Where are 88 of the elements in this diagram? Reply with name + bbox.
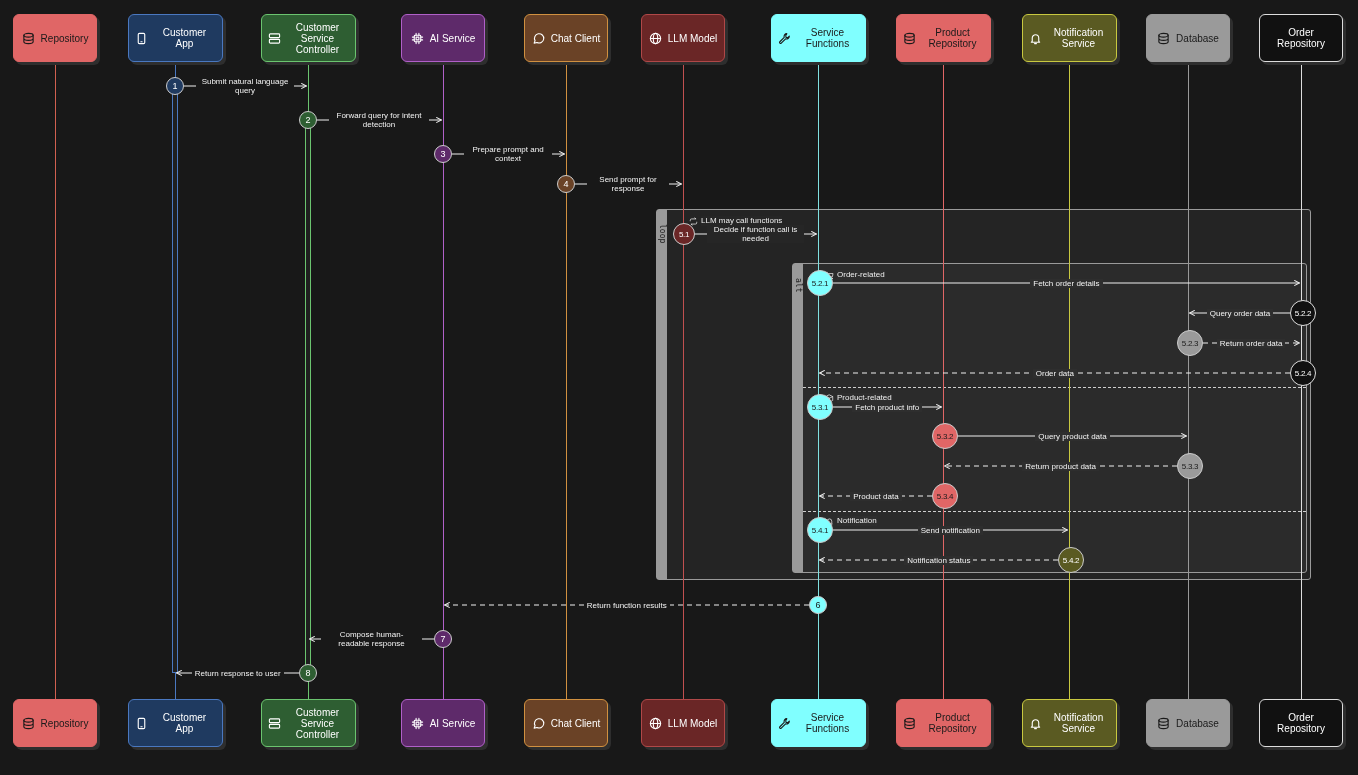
participant-name: Order Repository (1276, 27, 1326, 49)
lifeline (53, 62, 57, 699)
participant-name: Notification Service (1052, 712, 1105, 734)
frame-tag: alt (793, 264, 803, 572)
step-badge: 5.4.1 (807, 517, 833, 543)
participant-name: Customer Service Controller (294, 21, 341, 55)
step-badge: 5.2.2 (1290, 300, 1316, 326)
participant-box (1146, 699, 1230, 747)
frame-tag: loop (657, 210, 667, 579)
step-badge: 5.2.3 (1177, 330, 1203, 356)
participant-name: LLM Model (667, 717, 718, 729)
participant-name: Chat Client (550, 32, 601, 44)
step-badge: 3 (434, 145, 452, 163)
participant-box (401, 699, 485, 747)
edge-label: Query order data (1206, 308, 1274, 318)
edge-label: Submit natural language query (195, 77, 295, 95)
edge-label: Query product data (1035, 431, 1110, 441)
participant-box (401, 14, 485, 62)
step-badge: 5.3.4 (932, 483, 958, 509)
participant-box (895, 699, 991, 747)
participant-name: Notification Service (1052, 27, 1105, 49)
edge-label: Notification status (904, 555, 974, 565)
step-badge: 5.3.3 (1177, 453, 1203, 479)
participant-box (524, 14, 608, 62)
edge-label: Fetch product info (852, 402, 923, 412)
step-badge: 5.2.4 (1290, 360, 1316, 386)
step-badge: 5.4.2 (1058, 547, 1084, 573)
participant-name: Order Repository (1276, 712, 1326, 734)
edge-label: Send prompt for response (586, 175, 670, 193)
frame-title: Product-related (837, 393, 892, 403)
edge-label: Fetch order details (1030, 278, 1103, 288)
participant-box (1021, 699, 1117, 747)
step-badge: 6 (809, 596, 827, 614)
edge-label: Compose human-readable response (321, 630, 422, 648)
step-badge: 5.1 (673, 223, 695, 245)
participant-box (1021, 14, 1117, 62)
participant-name: AI Service (429, 32, 476, 44)
edge-label: Return product data (1022, 461, 1099, 471)
participant-box (1146, 14, 1230, 62)
participant-name: Customer App (161, 27, 208, 49)
participant-box (895, 14, 991, 62)
participant-box (13, 14, 97, 62)
participant-box (1259, 14, 1343, 62)
participant-name: Repository (40, 32, 89, 44)
participant-box (1259, 699, 1343, 747)
lifeline (441, 62, 445, 699)
edge-label: Send notification (917, 525, 983, 535)
participant-name: Database (1176, 32, 1219, 44)
step-badge: 5.3.1 (807, 394, 833, 420)
participant-box (260, 699, 356, 747)
participant-box (524, 699, 608, 747)
participant-name: Customer App (161, 712, 208, 734)
participant-name: Service Functions (804, 27, 851, 49)
participant-name: Product Repository (927, 712, 978, 734)
participant-box (770, 699, 866, 747)
step-badge: 4 (557, 175, 575, 193)
frame-title: Order-related (837, 270, 885, 280)
participant-box (641, 699, 725, 747)
edge-label: Return response to user (191, 668, 284, 678)
step-badge: 1 (166, 77, 184, 95)
message-arrow (832, 279, 1301, 287)
frame-title: Notification (837, 516, 877, 526)
lifeline (564, 62, 568, 699)
participant-name: LLM Model (667, 32, 718, 44)
participant-name: Service Functions (804, 712, 851, 734)
step-badge: 2 (299, 111, 317, 129)
participant-box (127, 699, 223, 747)
edge-label: Forward query for intent detection (328, 111, 430, 129)
edge-label: Product data (850, 491, 902, 501)
step-badge: 8 (299, 664, 317, 682)
participant-name: Chat Client (550, 717, 601, 729)
step-badge: 5.2.1 (807, 270, 833, 296)
edge-label: Decide if function call is needed (706, 225, 805, 243)
edge-label: Prepare prompt and context (463, 145, 553, 163)
participant-name: Repository (40, 717, 89, 729)
participant-name: Product Repository (927, 27, 978, 49)
step-badge: 5.3.2 (932, 423, 958, 449)
message-arrow (819, 369, 1291, 377)
participant-box (127, 14, 223, 62)
participant-box (260, 14, 356, 62)
participant-box (641, 14, 725, 62)
participant-name: Database (1176, 717, 1219, 729)
participant-name: AI Service (429, 717, 476, 729)
edge-label: Order data (1032, 368, 1077, 378)
participant-box (770, 14, 866, 62)
participant-box (13, 699, 97, 747)
participant-name: Customer Service Controller (294, 706, 341, 740)
step-badge: 7 (434, 630, 452, 648)
